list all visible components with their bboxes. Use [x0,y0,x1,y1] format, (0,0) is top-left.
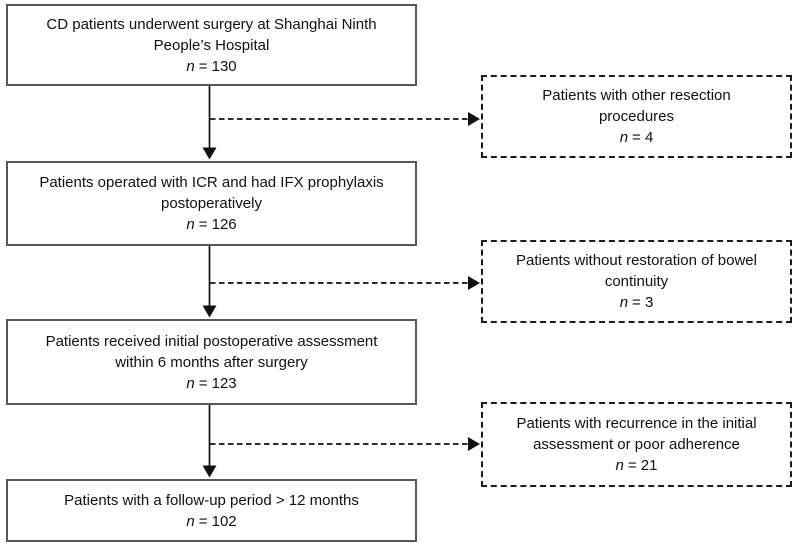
n-value: = 102 [198,512,237,530]
n-value: = 4 [632,129,654,146]
box-text-line: Patients received initial postoperative … [45,332,378,350]
n-symbol: n [186,374,195,392]
flow-box-surgery: CD patients underwent surgery at Shangha… [6,4,417,86]
arrow-exclusion-2 [210,276,480,290]
box-text-line: CD patients underwent surgery at Shangha… [46,15,377,33]
box-text-line: Patients with other resection [542,87,731,104]
arrow-exclusion-1 [210,112,480,126]
flow-box-initial-assessment: Patients received initial postoperative … [6,319,417,405]
box-text-line: postoperatively [161,195,262,212]
n-symbol: n [615,457,624,474]
box-text-line: Patients without restoration of bowel [516,252,757,269]
box-text-line: procedures [598,108,675,125]
arrow-down-3 [202,405,217,478]
box-text-line: Patients with a follow-up period > 12 mo… [64,491,359,509]
box-count-line: n= 123 [186,373,236,394]
box-count-line: n= 130 [186,56,236,77]
n-value: = 123 [198,374,237,392]
exclusion-box-recurrence-adherence: Patients with recurrence in the initial … [481,402,792,487]
box-count-line: n= 4 [620,127,654,148]
box-text-line: Patients with recurrence in the initial [516,415,757,432]
n-symbol: n [619,294,629,311]
box-text-line: Patients operated with ICR and had IFX p… [39,174,384,191]
n-symbol: n [186,216,195,233]
box-count-line: n= 102 [186,511,236,532]
n-value: = 130 [198,57,237,75]
box-text-line: assessment or poor adherence [533,436,740,453]
n-symbol: n [186,57,195,75]
n-symbol: n [619,129,629,146]
arrow-exclusion-3 [210,437,480,451]
n-value: = 126 [198,216,237,233]
n-value: = 21 [627,457,658,474]
flow-box-followup: Patients with a follow-up period > 12 mo… [6,479,417,542]
exclusion-box-no-bowel-continuity: Patients without restoration of bowel co… [481,240,792,323]
arrow-down-1 [202,86,217,160]
box-count-line: n= 3 [620,292,654,313]
arrow-down-2 [202,246,217,318]
box-text-line: within 6 months after surgery [115,353,308,371]
box-count-line: n= 126 [186,214,236,235]
n-value: = 3 [632,294,654,311]
box-count-line: n= 21 [616,455,658,476]
box-text-line: continuity [604,273,669,290]
flow-box-icr-ifx: Patients operated with ICR and had IFX p… [6,161,417,246]
n-symbol: n [186,512,195,530]
exclusion-box-other-resection: Patients with other resection procedures… [481,75,792,158]
box-text-line: People’s Hospital [153,36,270,54]
